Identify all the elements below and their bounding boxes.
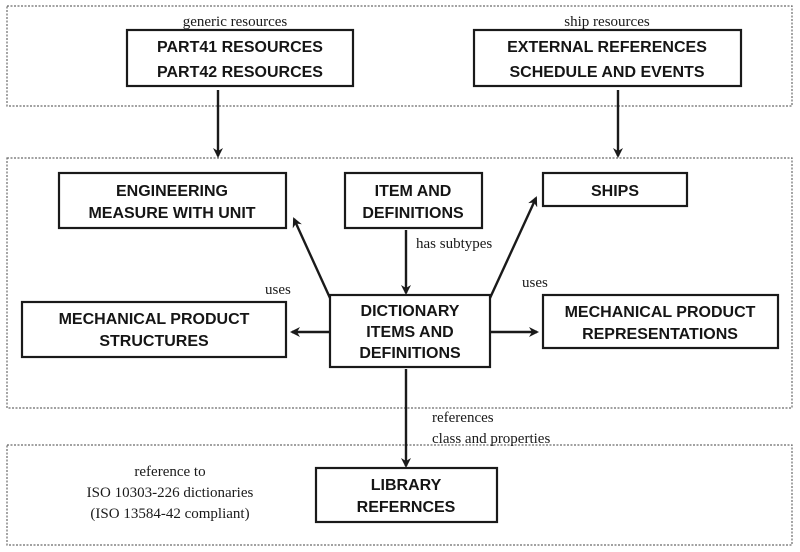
references-label: references	[432, 410, 494, 426]
node-label: PART41 RESOURCES	[157, 39, 323, 56]
node-label: MECHANICAL PRODUCT	[565, 304, 756, 321]
node-label: STRUCTURES	[99, 333, 209, 350]
dictionary-items-node: DICTIONARY ITEMS AND DEFINITIONS	[328, 293, 492, 369]
node-label: MECHANICAL PRODUCT	[59, 311, 250, 328]
generic-resources-caption: generic resources	[183, 14, 288, 30]
mechanical-product-structures-node: MECHANICAL PRODUCT STRUCTURES	[20, 300, 288, 359]
node-label: ITEM AND	[375, 183, 452, 200]
node-label: MEASURE WITH UNIT	[88, 205, 255, 222]
engineering-measure-node: ENGINEERING MEASURE WITH UNIT	[57, 171, 288, 230]
ship-resources-caption: ship resources	[564, 14, 650, 30]
node-label: DEFINITIONS	[362, 205, 464, 222]
node-label: SHIPS	[591, 183, 639, 200]
library-group-frame	[6, 444, 793, 546]
library-note-line-3: (ISO 13584-42 compliant)	[90, 506, 249, 522]
node-label: EXTERNAL REFERENCES	[507, 39, 707, 56]
core-group-frame	[6, 157, 793, 409]
node-label: REPRESENTATIONS	[582, 326, 738, 343]
has-subtypes-label: has subtypes	[416, 236, 492, 252]
library-note-line-2: ISO 10303-226 dictionaries	[87, 485, 254, 501]
item-definitions-node: ITEM AND DEFINITIONS	[343, 171, 484, 230]
mechanical-product-representations-node: MECHANICAL PRODUCT REPRESENTATIONS	[541, 293, 780, 350]
node-label: PART42 RESOURCES	[157, 64, 323, 81]
ships-node: SHIPS	[541, 171, 689, 208]
class-and-properties-label: class and properties	[432, 431, 550, 447]
library-references-node: LIBRARY REFERNCES	[314, 466, 499, 524]
edge-dictionary-to-ships	[488, 196, 538, 299]
part-resources-node: PART41 RESOURCES PART42 RESOURCES	[125, 28, 355, 88]
library-note-line-1: reference to	[134, 464, 205, 480]
uses-left-label: uses	[265, 282, 291, 298]
node-label: LIBRARY	[371, 477, 442, 494]
node-label: ITEMS AND	[366, 324, 453, 341]
node-label: SCHEDULE AND EVENTS	[510, 64, 705, 81]
node-label: DICTIONARY	[361, 303, 460, 320]
node-label: REFERNCES	[357, 499, 456, 516]
external-references-node: EXTERNAL REFERENCES SCHEDULE AND EVENTS	[472, 28, 743, 88]
uses-right-label: uses	[522, 275, 548, 291]
node-label: DEFINITIONS	[359, 345, 461, 362]
edge-dictionary-to-engineering	[292, 217, 332, 299]
resources-group-frame	[6, 5, 793, 107]
node-label: ENGINEERING	[116, 183, 228, 200]
